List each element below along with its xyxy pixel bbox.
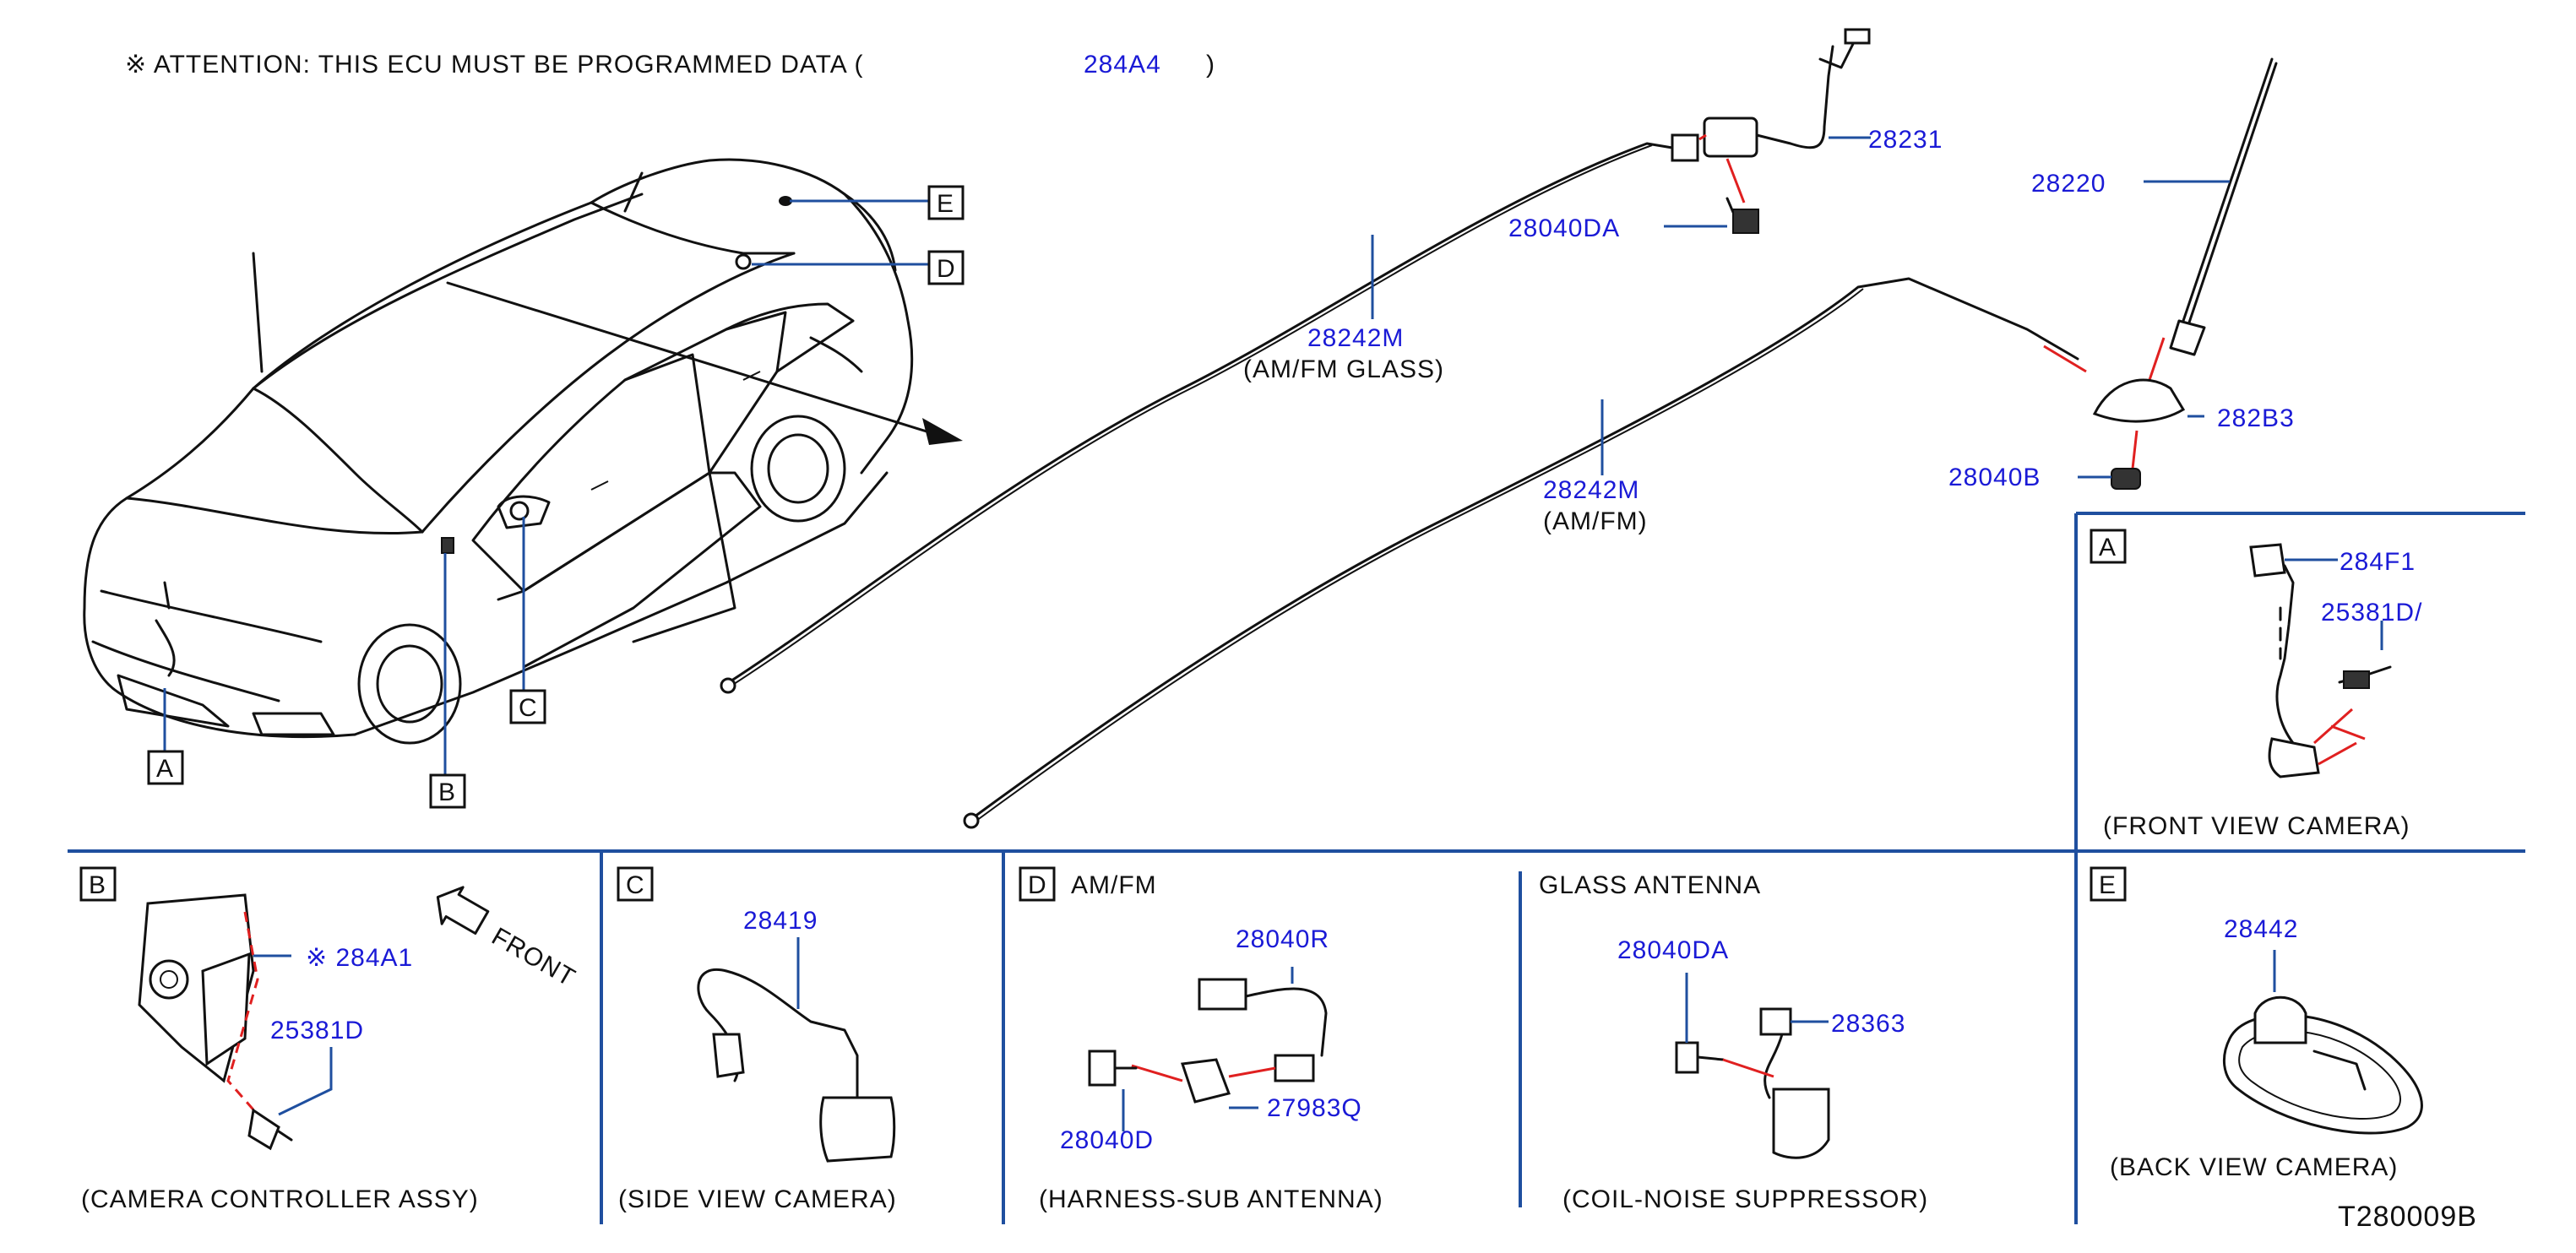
callout-C[interactable]: C [509,689,546,724]
panel-a-caption: (FRONT VIEW CAMERA) [2103,812,2410,840]
label-28242M-glass[interactable]: 28242M [1307,324,1404,352]
label-glass-desc: (AM/FM GLASS) [1243,355,1444,383]
svg-text:B: B [438,778,456,806]
panel-a-letter: A [2099,534,2117,561]
part-28040DA-bolt [1725,197,1759,234]
drawing-id: T280009B [2338,1201,2477,1233]
callout-D[interactable]: D [927,250,965,285]
label-28231[interactable]: 28231 [1868,126,1943,154]
svg-text:A: A [156,755,174,783]
label-25381D[interactable]: 25381D [270,1017,364,1044]
label-28363[interactable]: 28363 [1831,1010,1905,1038]
harness-connector-1 [1198,978,1247,1011]
panel-e-letter-box [2090,866,2127,902]
panel-d-title-glass: GLASS ANTENNA [1539,871,1761,899]
panel-d-letter: D [1028,871,1047,899]
panel-c-letter-box [617,866,654,902]
panel-b-letter-box [79,866,117,902]
panel-b: B ※ 284A1 25381D FRONT (CAMERA CONTROLLE… [79,866,580,1213]
attention-text: ※ ATTENTION: THIS ECU MUST BE PROGRAMMED… [125,51,863,79]
harness-connector-2 [1274,1054,1315,1082]
callout-A[interactable]: A [147,750,184,785]
part-28040D-bolt [1088,1050,1117,1087]
front-camera-body [2268,737,2320,778]
label-27983Q[interactable]: 27983Q [1267,1094,1362,1122]
back-camera-lens [2253,995,2307,1044]
side-camera-body [819,1096,896,1163]
panel-e: E 28442 (BACK VIEW CAMERA) [2090,866,2423,1181]
label-28040D[interactable]: 28040D [1060,1126,1154,1154]
part-28220-drawing [2169,57,2278,356]
part-28363-drawing [1772,1088,1830,1159]
part-25381DA-screw [2343,670,2370,689]
attention-suffix: ) [1206,51,1215,79]
panel-d-title-amfm: AM/FM [1071,871,1157,899]
part-28231-drawing [1703,28,1871,158]
label-28040B[interactable]: 28040B [1948,464,2041,491]
label-282B3[interactable]: 282B3 [2217,404,2295,432]
part-282B3-drawing [2092,378,2186,423]
panel-e-caption: (BACK VIEW CAMERA) [2110,1153,2398,1181]
panel-c: C 28419 (SIDE VIEW CAMERA) [617,866,897,1213]
front-label: FRONT [487,922,580,992]
label-28242M-amfm[interactable]: 28242M [1543,476,1639,504]
callout-B[interactable]: B [429,773,466,809]
panel-e-letter: E [2099,871,2117,899]
front-arrow-icon [436,886,490,935]
part-25381D-screw [247,1108,280,1151]
glass-connector [1759,1007,1792,1036]
attention-part-number[interactable]: 284A4 [1084,51,1161,79]
panel-d-caption-glass: (COIL-NOISE SUPPRESSOR) [1562,1185,1928,1213]
panel-a: A 284F1 25381D/ (FRONT VIEW CAMERA) [2090,529,2422,840]
glass-antenna-cable [720,133,1699,694]
panel-b-caption: (CAMERA CONTROLLER ASSY) [81,1185,479,1213]
label-28220[interactable]: 28220 [2031,170,2106,198]
panel-c-letter: C [626,871,645,899]
label-25381DA[interactable]: 25381D/ [2321,599,2422,626]
label-284F1[interactable]: 284F1 [2340,548,2416,576]
label-28040DA-glass[interactable]: 28040DA [1617,936,1729,964]
part-27983Q-drawing [1180,1058,1231,1104]
part-284F1-drawing [2249,543,2286,578]
panel-d: D AM/FM 28040R 28040D 27983Q (HARNESS-SU… [1019,866,1928,1213]
svg-text:E: E [937,190,954,218]
part-28040B-nut [2111,468,2141,490]
label-28419[interactable]: 28419 [743,907,818,935]
label-28040R[interactable]: 28040R [1236,925,1329,953]
svg-text:D: D [937,255,956,283]
part-28040DA-bolt-glass [1675,1041,1699,1074]
callout-E[interactable]: E [927,185,965,220]
label-amfm-desc: (AM/FM) [1543,507,1648,535]
amfm-antenna-cable [963,277,2079,829]
label-28040DA[interactable]: 28040DA [1508,214,1620,242]
panel-c-caption: (SIDE VIEW CAMERA) [618,1185,897,1213]
label-284A1[interactable]: ※ 284A1 [306,944,413,972]
panel-a-letter-box [2090,529,2127,564]
panel-d-caption-amfm: (HARNESS-SUB ANTENNA) [1039,1185,1383,1213]
label-28442[interactable]: 28442 [2224,915,2298,943]
panel-b-letter: B [89,871,106,899]
panel-d-letter-box [1019,866,1056,902]
side-camera-connector [712,1033,745,1078]
car-illustration [83,158,963,745]
svg-text:C: C [519,694,538,722]
controller-module [201,952,251,1066]
